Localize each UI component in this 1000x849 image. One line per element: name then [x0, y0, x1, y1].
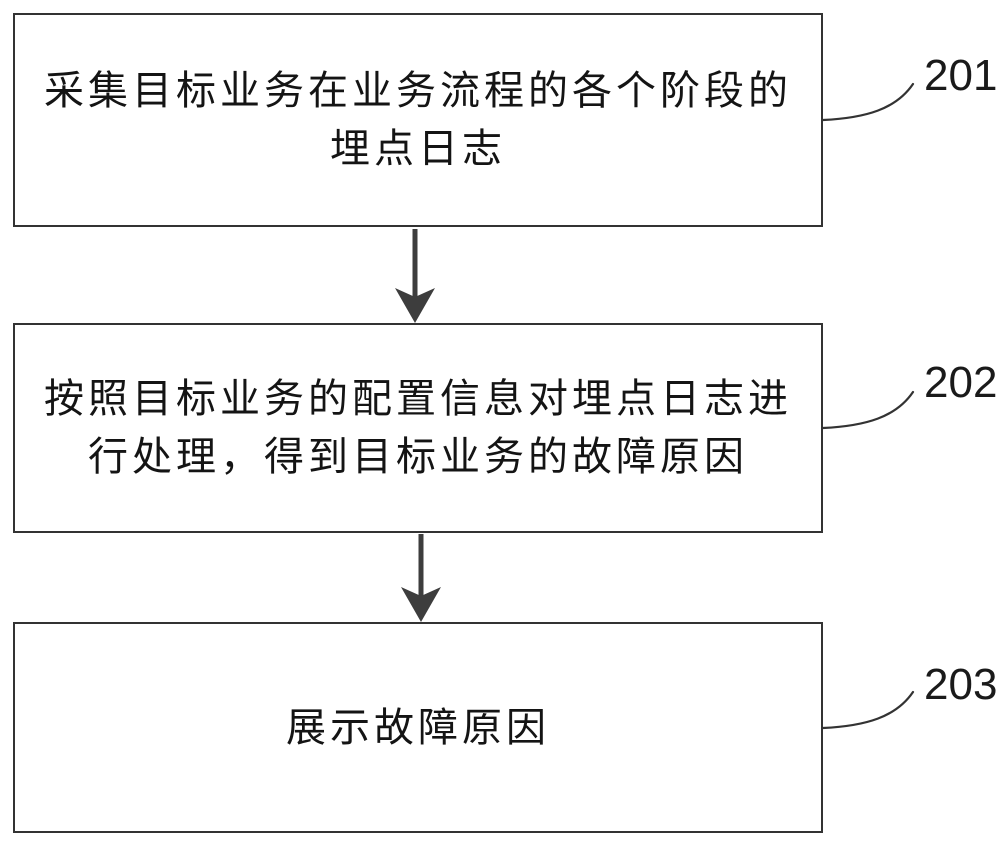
flow-step-box-2: 按照目标业务的配置信息对埋点日志进 行处理，得到目标业务的故障原因 — [13, 323, 823, 533]
step-1-reference-number: 201 — [924, 51, 998, 100]
step-3-reference-number: 203 — [924, 660, 998, 709]
leader-curve-202 — [821, 390, 915, 430]
step-1-text-line-1: 采集目标业务在业务流程的各个阶段的 — [44, 68, 792, 113]
step-3-text-line-1: 展示故障原因 — [286, 704, 550, 750]
down-arrow-1 — [395, 229, 435, 323]
flow-step-box-3: 展示故障原因 — [13, 622, 823, 833]
step-2-text-line-2: 行处理，得到目标业务的故障原因 — [88, 434, 748, 479]
leader-curve-203 — [821, 690, 915, 730]
leader-curve-201 — [821, 82, 915, 122]
step-1-text-line-2: 埋点日志 — [330, 126, 506, 171]
step-2-text-line-1: 按照目标业务的配置信息对埋点日志进 — [44, 376, 792, 421]
down-arrow-2 — [401, 534, 441, 622]
down-arrow-1-head-icon — [395, 288, 435, 323]
down-arrow-2-head-icon — [401, 587, 441, 622]
flow-step-box-1: 采集目标业务在业务流程的各个阶段的 埋点日志 — [13, 13, 823, 227]
step-2-reference-number: 202 — [924, 358, 998, 407]
